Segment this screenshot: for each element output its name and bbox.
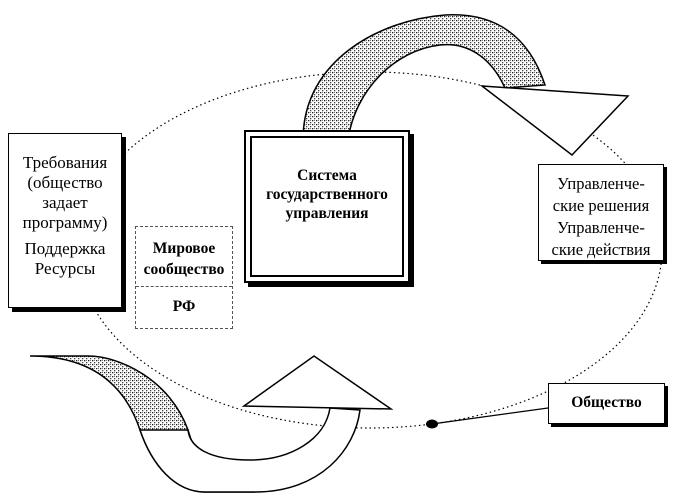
bottom-arrow-body	[138, 407, 361, 493]
system-line-3: управления	[285, 205, 369, 222]
top-arrow-body	[302, 14, 547, 141]
world-community-section: Мировое сообщество	[136, 227, 232, 286]
outputs-line-3: Управленче-	[557, 218, 645, 237]
outputs-line-2: ские решения	[552, 196, 650, 215]
outputs-line-4: ские действия	[551, 240, 651, 259]
world-community-box: Мировое сообщество РФ	[135, 226, 233, 329]
society-label: Общество	[571, 394, 642, 411]
society-connector-line	[431, 407, 549, 425]
society-box: Общество	[548, 383, 665, 424]
inputs-line-2: (общество	[27, 173, 103, 192]
inputs-line-3: задает	[42, 193, 88, 212]
government-system-box: Система государственного управления	[244, 130, 410, 283]
world-line-2: сообщество	[143, 261, 225, 278]
inputs-line-5: Поддержка	[24, 239, 106, 258]
inputs-line-6: Ресурсы	[34, 259, 96, 278]
inputs-box: Требования (общество задает программу) П…	[8, 133, 122, 308]
system-line-1: Система	[297, 167, 357, 184]
inputs-line-4: программу)	[22, 213, 108, 232]
bottom-arrow-head	[241, 355, 394, 410]
society-point	[426, 419, 438, 429]
inputs-line-1: Требования	[22, 153, 108, 172]
outputs-line-1: Управленче-	[557, 174, 645, 193]
world-line-1: Мировое	[152, 240, 216, 257]
top-arrow-head	[479, 85, 630, 157]
rf-label: РФ	[172, 298, 196, 315]
outputs-box: Управленче- ские решения Управленче- ски…	[538, 164, 664, 261]
world-divider	[136, 286, 232, 287]
system-line-2: государственного	[266, 186, 388, 203]
government-system-inner-frame: Система государственного управления	[250, 136, 404, 277]
